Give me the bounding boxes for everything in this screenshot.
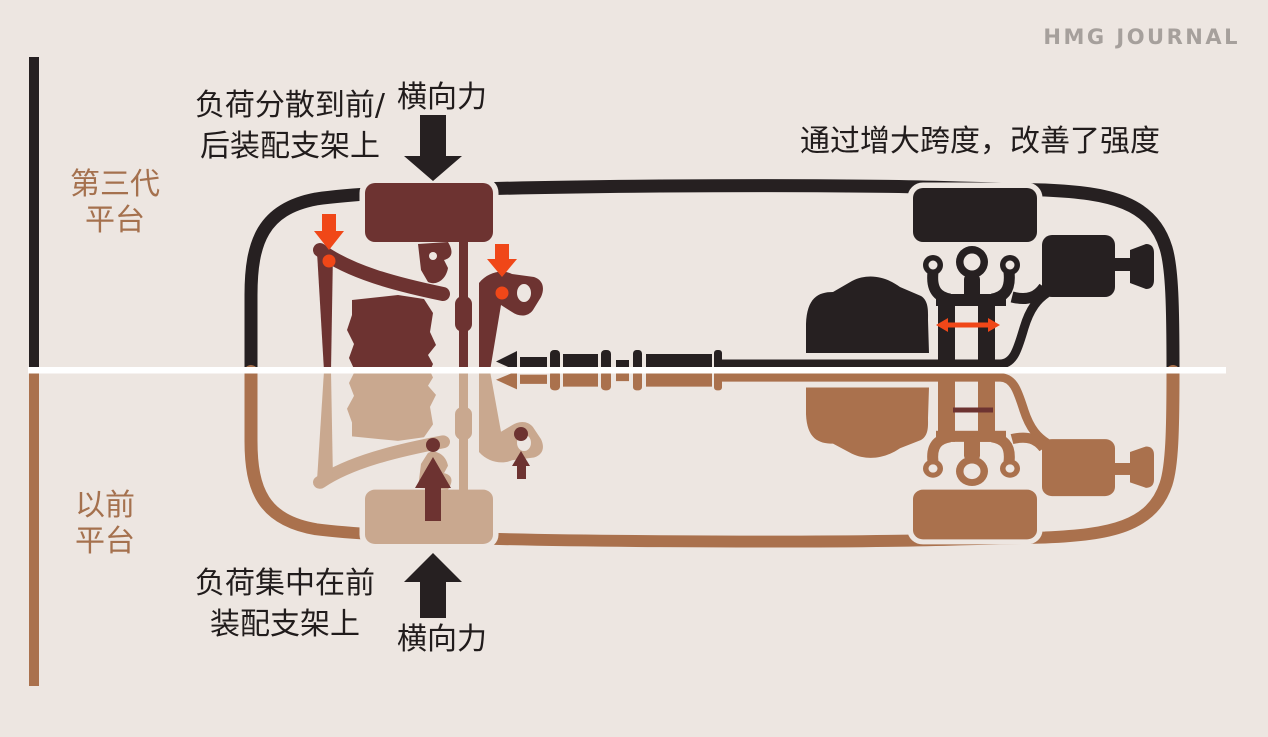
annotation-span-improvement: 通过增大跨度，改善了强度: [800, 124, 1160, 159]
lateral-force-up-arrow-icon: [404, 553, 462, 618]
previous-platform-half: [251, 371, 1173, 544]
small-load-arrow-icon: [512, 427, 530, 479]
gen3-span-arrow-icon: [936, 318, 1000, 332]
annotation-lateral-force-bottom: 横向力: [397, 622, 487, 657]
annotation-load-concentrated: 负荷集中在前 装配支架上: [195, 566, 375, 642]
divider-line: [28, 367, 1226, 374]
label-previous-platform: 以前 平台: [75, 488, 135, 559]
hmg-journal-logo: HMG JOURNAL: [1043, 25, 1240, 49]
annotation-lateral-force-top: 横向力: [397, 80, 487, 115]
gen3-timeline-bar: [29, 57, 39, 367]
label-gen3-platform: 第三代 平台: [70, 167, 160, 238]
previous-timeline-bar: [29, 373, 39, 686]
concentrated-load-arrow-icon: [415, 438, 451, 521]
lateral-force-down-arrow-icon: [404, 115, 462, 181]
gen3-platform-half: [251, 183, 1173, 371]
previous-load-arrows: [415, 407, 993, 521]
rear-mount-load-arrow-icon: [487, 244, 517, 300]
previous-span-line: [953, 407, 993, 413]
annotation-load-distributed: 负荷分散到前/ 后装配支架上: [194, 88, 386, 164]
gen3-load-arrows: [314, 214, 1000, 332]
front-mount-load-arrow-icon: [314, 214, 344, 268]
